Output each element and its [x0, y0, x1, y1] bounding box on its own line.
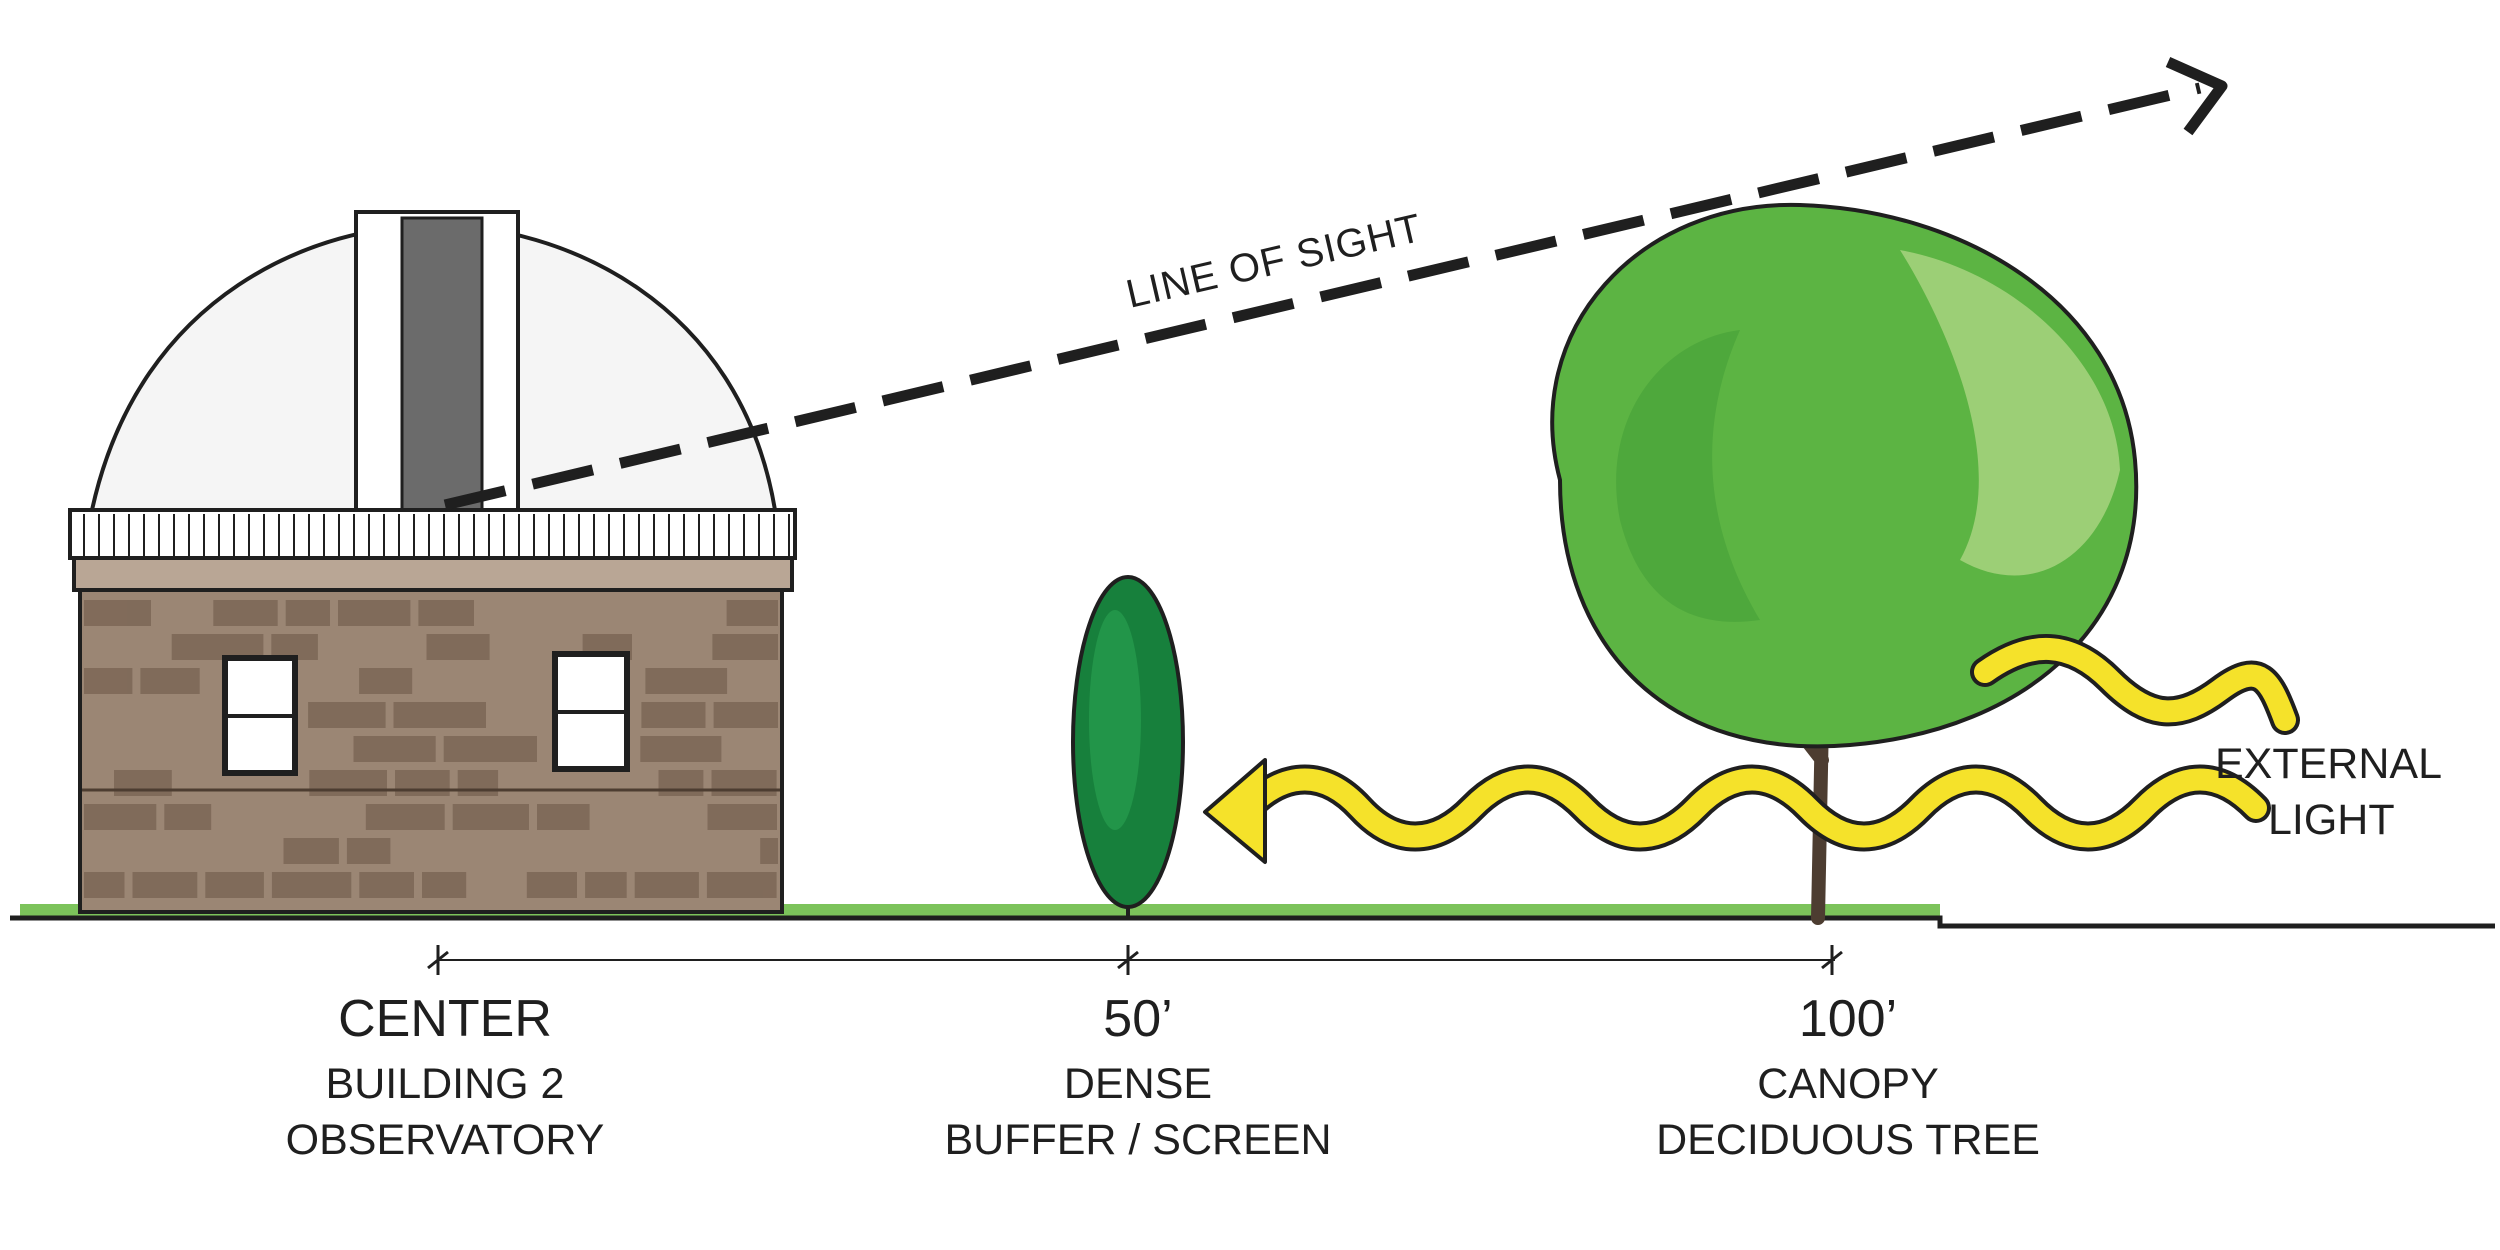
external-light-label-line-2: LIGHT — [2268, 796, 2395, 844]
stone-block — [713, 702, 778, 728]
stone-block — [658, 770, 704, 796]
marker-100-line-2: DECIDUOUS TREE — [1656, 1116, 2040, 1164]
stone-block — [634, 872, 699, 898]
stone-block — [140, 668, 200, 694]
stone-block — [84, 872, 125, 898]
line-of-sight-label: LINE OF SIGHT — [1122, 206, 1426, 317]
stone-block — [645, 668, 728, 694]
stone-block — [443, 736, 537, 762]
stone-block — [712, 634, 778, 660]
stone-block — [726, 600, 778, 626]
marker-50-line-2: BUFFER / SCREEN — [944, 1116, 1331, 1164]
light-wave-arrowhead — [1203, 758, 1267, 864]
stone-block — [132, 872, 198, 898]
stone-block — [457, 770, 499, 796]
stone-block — [359, 872, 414, 898]
stone-block — [271, 872, 352, 898]
dimension-tick-50 — [1117, 945, 1139, 975]
stone-block — [359, 668, 413, 694]
stone-block — [707, 804, 777, 830]
dimension-line — [427, 945, 1843, 975]
stone-block — [353, 736, 436, 762]
stone-block — [452, 804, 529, 830]
dome-slit — [400, 216, 484, 520]
stone-block — [393, 702, 486, 728]
railing — [68, 508, 797, 560]
stone-block — [285, 600, 330, 626]
line-of-sight-arrowhead — [2165, 56, 2228, 136]
stone-block — [641, 702, 706, 728]
buffer-shrub — [1071, 575, 1185, 918]
marker-center-distance: CENTER — [338, 990, 552, 1048]
marker-center-line-2: OBSERVATORY — [286, 1116, 605, 1164]
marker-100-line-1: CANOPY — [1757, 1060, 1939, 1108]
dimension-tick-center — [427, 945, 449, 975]
marker-100-distance: 100’ — [1799, 990, 1897, 1048]
external-light-label-line-1: EXTERNAL — [2215, 740, 2442, 788]
stone-block — [283, 838, 339, 864]
stone-block — [365, 804, 445, 830]
stone-block — [418, 600, 474, 626]
stone-block — [84, 804, 157, 830]
stone-block — [526, 872, 577, 898]
stone-block — [205, 872, 264, 898]
stone-block — [706, 872, 777, 898]
stone-block — [213, 600, 278, 626]
stone-block — [711, 770, 777, 796]
stone-block — [338, 600, 411, 626]
stone-block — [426, 634, 490, 660]
marker-labels: CENTER BUILDING 2 OBSERVATORY 50’ DENSE … — [286, 990, 2040, 1164]
stone-block — [760, 838, 778, 864]
cornice — [72, 556, 794, 592]
ground — [10, 904, 2495, 929]
stone-block — [395, 770, 450, 796]
marker-center-line-1: BUILDING 2 — [326, 1060, 565, 1108]
canopy-tree — [1550, 202, 2139, 925]
observatory-building — [68, 210, 797, 914]
stone-block — [537, 804, 590, 830]
stone-block — [422, 872, 467, 898]
stone-block — [309, 770, 387, 796]
stone-block — [84, 668, 133, 694]
stone-block — [346, 838, 391, 864]
dimension-tick-100 — [1821, 945, 1843, 975]
stone-block — [640, 736, 722, 762]
stone-block — [308, 702, 386, 728]
marker-50-distance: 50’ — [1103, 990, 1172, 1048]
stone-block — [84, 600, 151, 626]
marker-50-line-1: DENSE — [1064, 1060, 1212, 1108]
external-light-waves: EXTERNAL LIGHT — [1203, 633, 2442, 864]
stone-block — [164, 804, 212, 830]
stone-block — [585, 872, 627, 898]
stone-block — [114, 770, 172, 796]
